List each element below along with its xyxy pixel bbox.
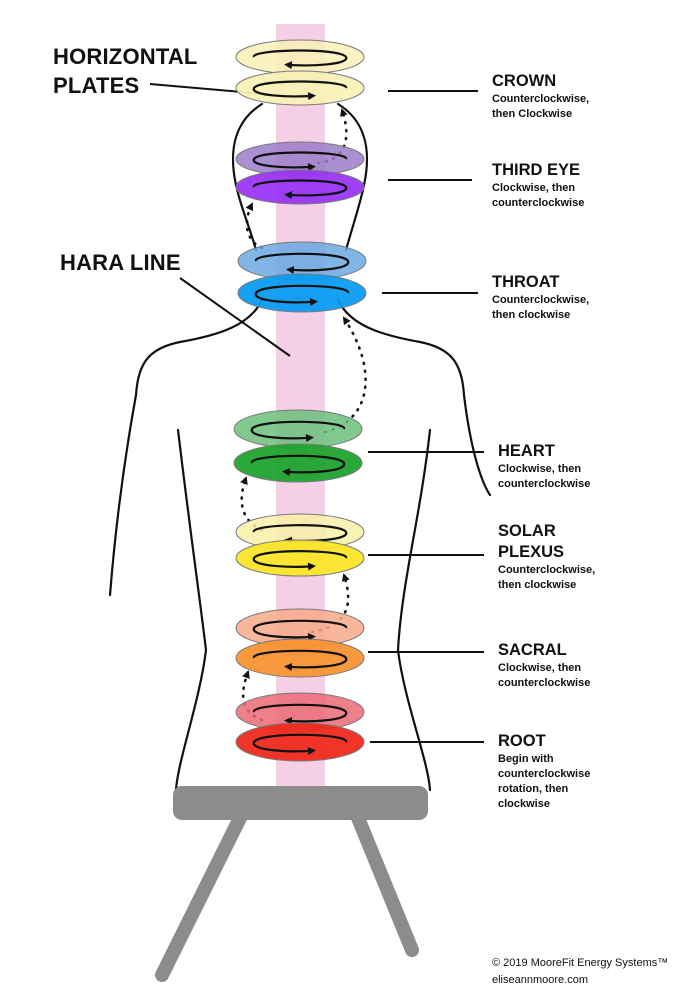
chakra-rotation: Counterclockwise, then Clockwise [492,93,590,120]
chakra-label-throat: THROAT Counterclockwise, then clockwise [492,272,589,323]
chakra-third-eye [235,141,365,205]
chakra-plates [233,39,367,762]
chakra-crown [235,39,365,106]
chakra-throat [237,241,367,313]
rotation-arrow [252,179,348,200]
rotation-arrow [252,733,348,756]
rotation-arrow [254,284,350,307]
rotation-arrow [252,151,348,172]
chakra-rotation: Begin with counterclockwise rotation, th… [498,753,591,810]
rotation-arrow [252,49,348,70]
horizontal-plates-label: HORIZONTAL PLATES [53,44,198,98]
chakra-plate-bottom [233,443,363,483]
chakra-label-crown: CROWN Counterclockwise, then Clockwise [492,71,589,122]
chakra-name: SOLAR PLEXUS [498,522,565,561]
chakra-solar-plexus [235,513,365,577]
chakra-plate-bottom [235,70,365,106]
chakra-name: THIRD EYE [492,161,581,179]
chakra-name: SACRAL [498,641,567,659]
chakra-rotation: Clockwise, then counterclockwise [498,463,591,490]
copyright-text: © 2019 MooreFit Energy Systems™ [492,957,669,969]
chakra-label-sacral: SACRAL Clockwise, then counterclockwise [498,640,590,691]
chakra-rotation: Counterclockwise, then clockwise [498,564,596,591]
rotation-arrow [254,252,350,275]
flow-line-solar-sacral [310,573,350,634]
rotation-arrow [252,619,348,642]
chakra-plate-bottom [235,722,365,762]
rotation-arrow [252,550,348,571]
stool [155,786,428,982]
rotation-arrow [252,649,348,672]
chakra-name: HEART [498,442,555,460]
chakra-rotation: Clockwise, then counterclockwise [492,182,585,209]
chakra-plate-bottom [237,273,367,313]
chakra-rotation: Clockwise, then counterclockwise [498,662,591,689]
chakra-heart [233,409,363,483]
rotation-arrow [252,80,348,101]
flow-line-third-eye-throat [245,202,264,250]
body-outline [108,102,492,792]
chakra-label-solar-plexus: SOLAR PLEXUS Counterclockwise, then cloc… [498,521,595,593]
chakra-root [235,692,365,762]
chakra-name: THROAT [492,273,560,291]
chakra-plate-bottom [235,638,365,678]
rotation-arrow [252,703,348,726]
footer: © 2019 MooreFit Energy Systems™ eliseann… [492,955,668,989]
hara-line [276,24,325,795]
chakra-plate-bottom [235,169,365,205]
chakra-label-heart: HEART Clockwise, then counterclockwise [498,441,590,492]
chakra-label-root: ROOT Begin with counterclockwise rotatio… [498,731,590,812]
chakra-sacral [235,608,365,678]
chakra-plate-bottom [235,539,365,577]
hara-line-label: HARA LINE [60,250,181,275]
rotation-arrow [250,420,346,443]
chakra-name: CROWN [492,72,557,90]
chakra-rotation: Counterclockwise, then clockwise [492,294,590,321]
chakra-name: ROOT [498,732,546,750]
rotation-arrow [250,454,346,477]
leader-lines [149,83,484,743]
chakra-label-third-eye: THIRD EYE Clockwise, then counterclockwi… [492,160,584,211]
website-text: eliseannmoore.com [492,974,588,986]
